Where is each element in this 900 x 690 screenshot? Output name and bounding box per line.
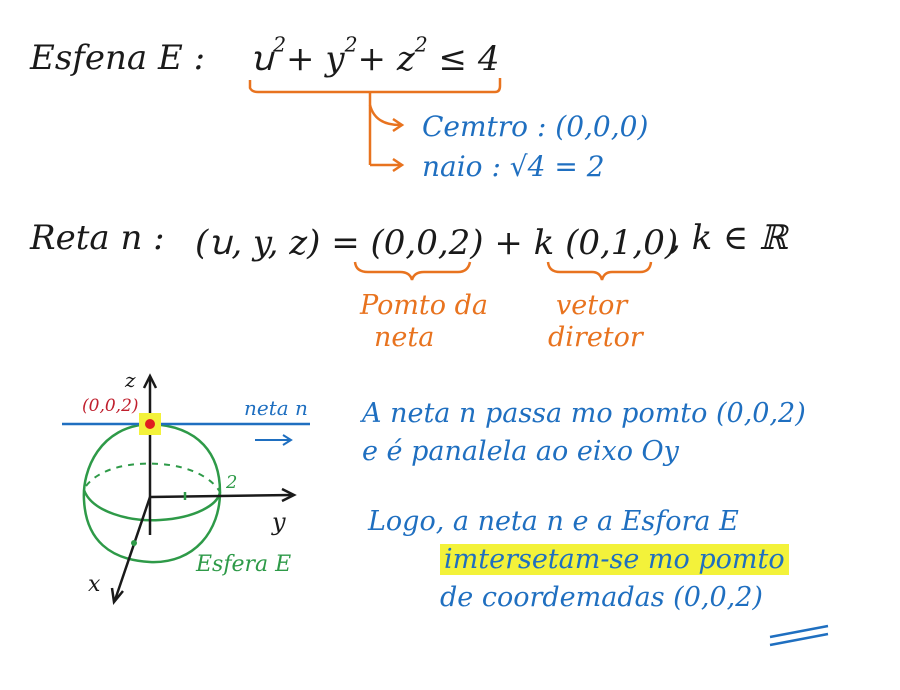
vector-note-1: vetor <box>556 290 628 321</box>
radius-label: 2 <box>226 472 238 493</box>
eq-z-exp: 2 <box>414 32 428 57</box>
figure-3d <box>62 373 310 605</box>
vector-note-2: diretor <box>548 322 643 353</box>
axis-z-label: z <box>125 368 136 392</box>
line-equation: (ꭒ, y, z) = (0,0,2) + k (0,1,0) <box>195 223 679 263</box>
eq-rhs: ≤ 4 <box>427 39 500 79</box>
axis-x-label: x <box>88 572 101 597</box>
tangent-point <box>145 419 155 429</box>
point-label: (0,0,2) <box>82 396 139 416</box>
eq-y-exp: 2 <box>344 32 358 57</box>
end-mark <box>769 624 829 647</box>
paragraph1-line1: A neta n passa mo pomto (0,0,2) <box>362 398 806 429</box>
paragraph2-highlight: imtersetam-se mo pomto <box>440 544 789 575</box>
sphere-equation: ꭒ2+ y2+ z2 ≤ 4 <box>250 34 500 80</box>
point-note-1: Pomto da <box>360 290 488 321</box>
line-domain: , k ∈ ℝ <box>670 218 788 258</box>
centro-text: Cemtro : (0,0,0) <box>422 110 649 143</box>
eq-y: + y <box>286 39 345 79</box>
eq-x: ꭒ <box>250 39 274 79</box>
sphere-equator-back <box>85 462 221 493</box>
equation-brace <box>248 78 502 94</box>
paragraph2-line1: Logo, a neta n e a Esfora E <box>368 506 739 537</box>
line-n-label: neta n <box>244 396 308 420</box>
sphere-equator-front <box>82 489 222 522</box>
paragraph1-line2: e é panalela ao eixo Oy <box>362 436 679 467</box>
eq-z: + z <box>357 39 415 79</box>
line-label: Reta n : <box>30 218 165 258</box>
axis-y-label: y <box>272 508 286 536</box>
vector-brace <box>546 261 653 281</box>
x-axis <box>113 496 152 601</box>
sphere-label-fig: Esfera E <box>196 552 292 577</box>
point-brace <box>353 261 472 281</box>
sphere-outline <box>82 422 222 564</box>
sphere-label: Esfena E : <box>30 38 206 78</box>
arrow-centro <box>368 104 401 127</box>
eq-x-exp: 2 <box>273 32 287 57</box>
point-note-2: neta <box>374 322 435 353</box>
paragraph2-line3: de coordemadas (0,0,2) <box>440 582 763 613</box>
raio-text: naio : √4 = 2 <box>422 150 605 183</box>
y-axis <box>149 493 293 499</box>
